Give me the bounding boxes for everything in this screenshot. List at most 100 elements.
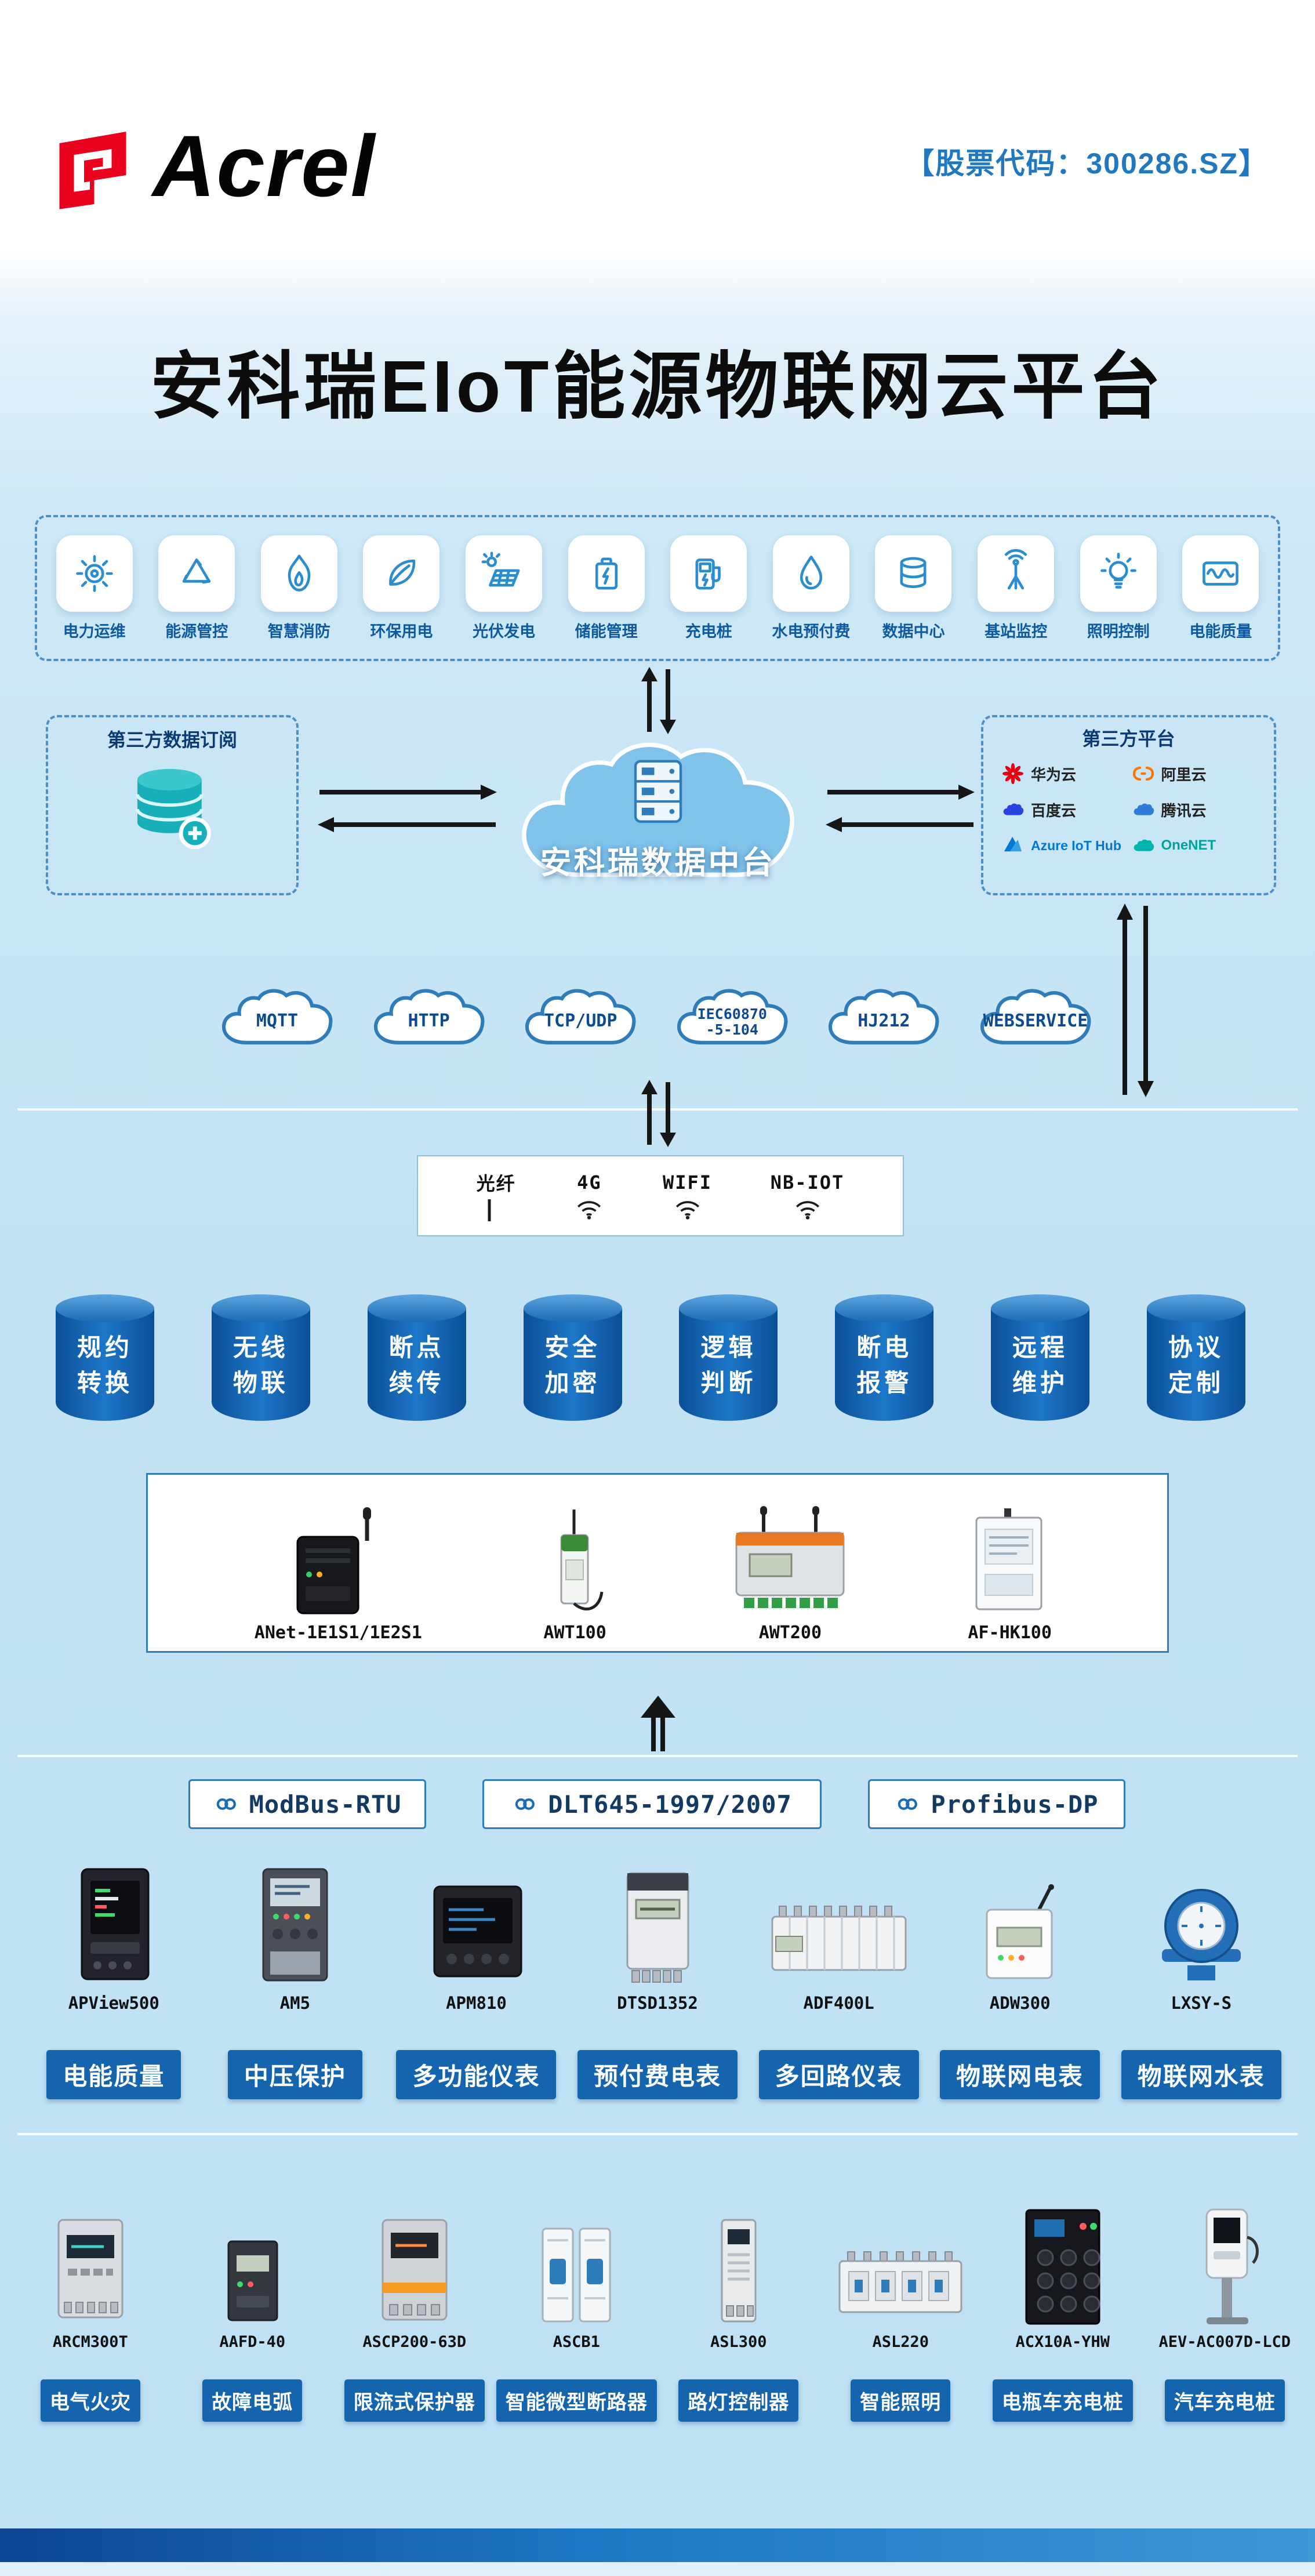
category-badge: 故障电弧 [202, 2379, 303, 2422]
solar-icon [481, 551, 520, 586]
page-title: 安科瑞EIoT能源物联网云平台 [150, 346, 1165, 427]
device-asl300: ASL300 路灯控制器 [658, 2201, 820, 2422]
product-image-apm810 [433, 1885, 522, 1978]
app-label: 基站监控 [985, 622, 1048, 640]
platform-name: OneNET [1161, 837, 1216, 853]
product-image-area [1014, 2201, 1112, 2327]
bus-protocol-modbus: ModBus-RTU [188, 1779, 426, 1829]
alibaba-cloud-icon [1132, 766, 1154, 781]
platform-onenet: OneNET [1131, 833, 1259, 858]
app-tile [158, 535, 235, 612]
product-model: AAFD-40 [219, 2333, 286, 2351]
category-badge: 电能质量 [46, 2050, 181, 2099]
product-image-awt100 [560, 1510, 604, 1610]
meters-row: APView500 电能质量 AM5 中压保护 APM810 [23, 1859, 1292, 2099]
app-tile [1080, 535, 1157, 612]
comm-item-fiber: 光纤 [477, 1169, 516, 1222]
app-label: 数据中心 [882, 622, 945, 640]
water-prepaid-icon [800, 555, 822, 589]
capability-label: 规约 [77, 1334, 133, 1361]
app-tile [1182, 535, 1259, 612]
device-acx10a: ACX10A-YHW 电瓶车充电桩 [982, 2201, 1144, 2422]
product-model: LXSY-S [1171, 1993, 1232, 2013]
meter-apview500: APView500 电能质量 [23, 1859, 205, 2099]
app-item-energy-mgmt: 能源管控 [148, 535, 245, 641]
product-image-afhk100 [975, 1508, 1042, 1610]
tencent-cloud-icon [1134, 803, 1154, 815]
power-quality-icon [1203, 561, 1239, 586]
section-divider-1 [17, 1108, 1298, 1111]
hub-edge-arrows [641, 1080, 676, 1147]
capability-label-2: 加密 [544, 1369, 601, 1396]
app-label: 水电预付费 [772, 622, 851, 640]
product-image-lxsys [1161, 1889, 1241, 1980]
app-item-eco-power: 环保用电 [353, 535, 450, 641]
product-model: AM5 [279, 1993, 311, 2013]
gateway-model: AF-HK100 [968, 1623, 1052, 1643]
third-party-box: 第三方平台 华为云 [981, 715, 1276, 895]
capability-cylinder: 安全加密 [523, 1294, 622, 1421]
third-party-grid: 华为云 阿里云 百度云 腾讯云 A [983, 751, 1274, 858]
category-badge: 汽车充电桩 [1164, 2379, 1285, 2422]
comm-label: NB-IOT [770, 1171, 845, 1193]
bus-protocol-name: Profibus-DP [931, 1790, 1099, 1819]
product-image-area [48, 2201, 132, 2327]
comm-label: 光纤 [476, 1173, 516, 1195]
capability-label-2: 物联 [233, 1369, 289, 1396]
cloud-outline-icon [525, 989, 636, 1044]
device-ascp200: ASCP200-63D 限流式保护器 [333, 2201, 496, 2422]
app-tile [978, 535, 1055, 612]
devices-row: ARCM300T 电气火灾 AAFD-40 故障电弧 ASCP200-63D 限… [9, 2201, 1306, 2422]
platform-name: 百度云 [1031, 801, 1077, 819]
app-tile [260, 535, 337, 612]
product-image-ascb1 [542, 2227, 611, 2323]
platform-alibaba-cloud: 阿里云 [1131, 761, 1259, 786]
footer-strip [0, 2562, 1315, 2576]
cloud-outline-icon [829, 989, 939, 1044]
app-label: 光伏发电 [473, 622, 536, 640]
link-icon [898, 1798, 918, 1810]
subscription-hub-arrows [318, 785, 497, 832]
capability-label: 无线 [233, 1334, 289, 1361]
meter-lxsys: LXSY-S 物联网水表 [1110, 1859, 1292, 2099]
product-image-dtsd1352 [626, 1872, 689, 1983]
protocol-name: IEC60870 [697, 1006, 767, 1022]
capability-cylinder: 断电报警 [835, 1294, 934, 1421]
app-label: 电力运维 [63, 622, 126, 640]
app-item-battery-storage: 储能管理 [558, 535, 655, 641]
capabilities-row: 规约转换 无线物联 断点续传 安全加密 逻辑判断 断电报警 远程维护 协议定制 [56, 1294, 1245, 1421]
apps-hub-arrows [641, 667, 676, 734]
device-aafd40: AAFD-40 故障电弧 [172, 2201, 334, 2422]
meter-dtsd1352: DTSD1352 预付费电表 [567, 1859, 749, 2099]
product-image-area [616, 1859, 700, 1985]
product-image-area [833, 2201, 969, 2327]
gateway-model: ANet-1E1S1/1E2S1 [254, 1623, 422, 1643]
protocol-name: TCP/UDP [543, 1011, 617, 1031]
bus-protocol-dlt645: DLT645-1997/2007 [482, 1779, 822, 1829]
product-image-ascp200 [382, 2219, 448, 2321]
product-model: DTSD1352 [617, 1993, 698, 2013]
product-image-asl220 [838, 2251, 962, 2313]
comm-item-4g: 4G [574, 1171, 604, 1220]
capability-label-2: 判断 [700, 1369, 757, 1396]
third-party-title: 第三方平台 [1082, 728, 1175, 749]
capability-label: 协议 [1168, 1334, 1224, 1361]
product-image-area [976, 1859, 1063, 1985]
meter-am5: AM5 中压保护 [205, 1859, 386, 2099]
link-icon [216, 1798, 236, 1810]
product-image-area [767, 1859, 911, 1985]
azure-icon [1004, 836, 1022, 852]
category-badge: 预付费电表 [577, 2050, 738, 2099]
product-image-area [426, 1859, 527, 1985]
capability-cylinder: 无线物联 [211, 1294, 310, 1421]
product-image-am5 [262, 1868, 328, 1982]
app-tile [670, 535, 747, 612]
brand-name: Acrel [152, 117, 376, 215]
comm-label: WIFI [662, 1171, 713, 1193]
category-badge: 智能照明 [851, 2379, 951, 2422]
platform-baidu-cloud: 百度云 [1001, 797, 1129, 822]
meter-apm810: APM810 多功能仪表 [386, 1859, 567, 2099]
fiber-icon [488, 1199, 491, 1221]
baidu-cloud-icon [1003, 803, 1024, 815]
protocol-name-2: -5-104 [706, 1021, 758, 1038]
